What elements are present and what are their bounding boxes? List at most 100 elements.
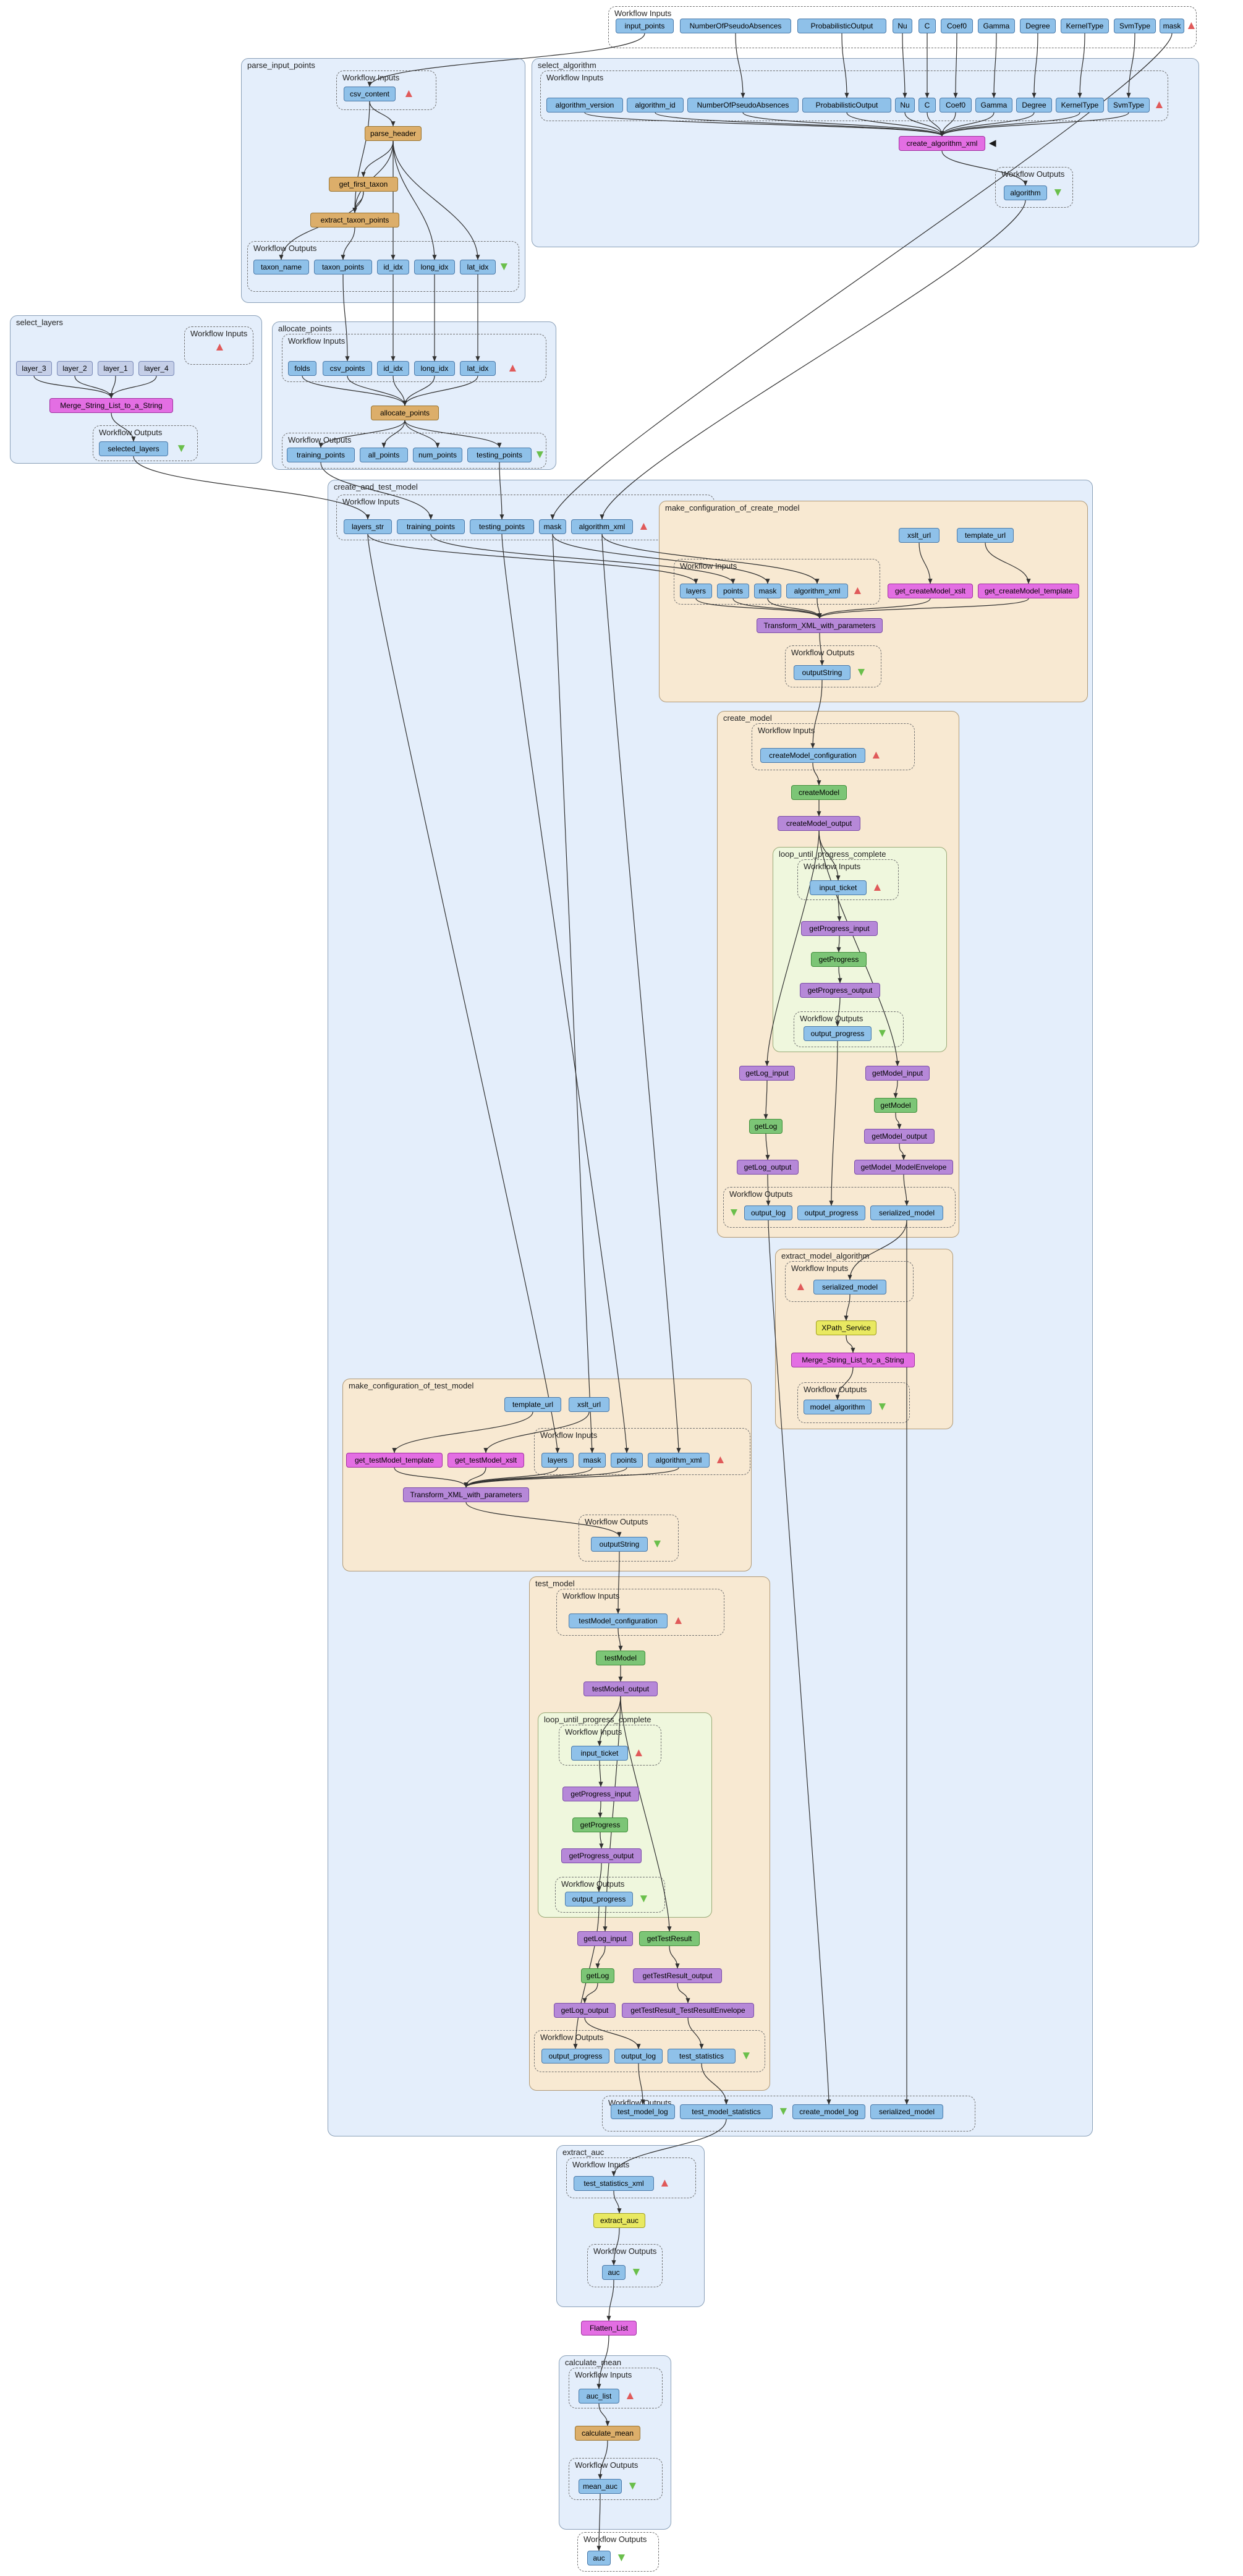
node-ap-num-points[interactable]: num_points	[413, 448, 462, 462]
node-cm-getProgress[interactable]: getProgress	[811, 952, 867, 967]
node-tm-loop-output-progress[interactable]: output_progress	[565, 1892, 633, 1906]
node-sa-nu[interactable]: Nu	[895, 98, 915, 113]
node-tm-config[interactable]: testModel_configuration	[569, 1613, 668, 1628]
node-sa-algorithm-version[interactable]: algorithm_version	[546, 98, 623, 113]
node-ema-model-algorithm[interactable]: model_algorithm	[804, 1400, 872, 1414]
c-cmn[interactable]: calculate_mean	[559, 2355, 671, 2530]
node-tm-testModel[interactable]: testModel	[596, 1651, 645, 1665]
node-mccm-layers[interactable]: layers	[680, 584, 712, 598]
node-tm-getLog[interactable]: getLog	[581, 1968, 614, 1983]
node-ea-extract-auc[interactable]: extract_auc	[593, 2213, 645, 2228]
node-mccm-outputString[interactable]: outputString	[794, 665, 851, 680]
node-sa-probout[interactable]: ProbabilisticOutput	[802, 98, 891, 113]
node-pip-parse-header[interactable]: parse_header	[365, 126, 422, 141]
node-catm-create-model-log[interactable]: create_model_log	[792, 2104, 865, 2119]
node-catm-training-points[interactable]: training_points	[397, 519, 465, 534]
node-mccm-points[interactable]: points	[717, 584, 749, 598]
node-cm-createModel-output[interactable]: createModel_output	[778, 816, 860, 831]
node-wi-probout[interactable]: ProbabilisticOutput	[797, 19, 886, 33]
node-mctm-template-url[interactable]: template_url	[504, 1397, 561, 1412]
node-cm-getLog-input[interactable]: getLog_input	[739, 1066, 795, 1081]
node-mccm-get-xslt[interactable]: get_createModel_xslt	[888, 584, 973, 598]
node-mctm-layers[interactable]: layers	[541, 1453, 574, 1468]
node-sa-algorithm-out[interactable]: algorithm	[1004, 185, 1047, 200]
node-ap-all-points[interactable]: all_points	[360, 448, 408, 462]
node-sa-degree[interactable]: Degree	[1016, 98, 1052, 113]
node-pip-taxon-name[interactable]: taxon_name	[253, 260, 309, 274]
node-ap-lat-idx[interactable]: lat_idx	[460, 361, 496, 376]
node-pip-get-first-taxon[interactable]: get_first_taxon	[329, 177, 398, 192]
node-pip-lat-idx[interactable]: lat_idx	[460, 260, 496, 274]
node-tm-output-progress[interactable]: output_progress	[541, 2049, 609, 2064]
node-mccm-xslt-url[interactable]: xslt_url	[899, 528, 940, 543]
node-tm-testModel-output[interactable]: testModel_output	[583, 1681, 658, 1696]
node-cm-serialized-model[interactable]: serialized_model	[870, 1205, 943, 1220]
node-mccm-algorithm-xml[interactable]: algorithm_xml	[786, 584, 848, 598]
node-mctm-mask[interactable]: mask	[579, 1453, 606, 1468]
node-tm-getProgress-output[interactable]: getProgress_output	[561, 1848, 642, 1863]
node-catm-algorithm-xml[interactable]: algorithm_xml	[571, 519, 633, 534]
node-sa-kerneltype[interactable]: KernelType	[1056, 98, 1104, 113]
node-cm-getProgress-output[interactable]: getProgress_output	[800, 983, 880, 998]
node-wi-kerneltype[interactable]: KernelType	[1061, 19, 1109, 33]
node-wi-degree[interactable]: Degree	[1020, 19, 1056, 33]
node-wi-svmtype[interactable]: SvmType	[1114, 19, 1156, 33]
node-cm-output-progress[interactable]: output_progress	[797, 1205, 865, 1220]
node-cm-getLog[interactable]: getLog	[749, 1119, 783, 1134]
node-wi-numpseudo[interactable]: NumberOfPseudoAbsences	[680, 19, 791, 33]
node-wi-coef0[interactable]: Coef0	[941, 19, 973, 33]
node-mccm-mask[interactable]: mask	[754, 584, 781, 598]
node-tm-getProgress[interactable]: getProgress	[572, 1817, 628, 1832]
node-cm-getModel-input[interactable]: getModel_input	[865, 1066, 930, 1081]
node-ea-auc[interactable]: auc	[602, 2265, 626, 2280]
node-ap-long-idx[interactable]: long_idx	[414, 361, 455, 376]
node-tm-getTestResult[interactable]: getTestResult	[639, 1931, 700, 1946]
node-sa-create-xml[interactable]: create_algorithm_xml	[899, 136, 985, 151]
node-cm-getProgress-input[interactable]: getProgress_input	[801, 921, 878, 936]
node-sa-algorithm-id[interactable]: algorithm_id	[627, 98, 684, 113]
node-sa-c[interactable]: C	[918, 98, 936, 113]
node-ap-testing-points[interactable]: testing_points	[467, 448, 532, 462]
node-sa-svmtype[interactable]: SvmType	[1108, 98, 1150, 113]
node-catm-layers-str[interactable]: layers_str	[344, 519, 392, 534]
node-ea-test-statistics-xml[interactable]: test_statistics_xml	[574, 2176, 654, 2191]
node-cm-createModel[interactable]: createModel	[791, 785, 847, 800]
node-sl-layer-3[interactable]: layer_3	[16, 361, 52, 376]
node-cmn-mean-auc[interactable]: mean_auc	[579, 2479, 622, 2494]
node-cm-loop-output-progress[interactable]: output_progress	[804, 1026, 872, 1041]
node-cm-getModel-envelope[interactable]: getModel_ModelEnvelope	[854, 1160, 953, 1175]
node-cm-getModel-output[interactable]: getModel_output	[864, 1129, 935, 1144]
node-ap-training-points[interactable]: training_points	[287, 448, 355, 462]
node-pip-long-idx[interactable]: long_idx	[414, 260, 455, 274]
node-out-auc[interactable]: auc	[587, 2551, 611, 2565]
node-tm-input-ticket[interactable]: input_ticket	[571, 1746, 628, 1761]
node-mctm-points[interactable]: points	[611, 1453, 643, 1468]
node-ap-id-idx[interactable]: id_idx	[377, 361, 409, 376]
node-sl-selected-layers[interactable]: selected_layers	[99, 441, 168, 456]
node-catm-test-model-stats[interactable]: test_model_statistics	[680, 2104, 773, 2119]
node-mctm-algorithm-xml[interactable]: algorithm_xml	[648, 1453, 710, 1468]
node-tm-getTestResult-output[interactable]: getTestResult_output	[633, 1968, 722, 1983]
node-wi-mask[interactable]: mask	[1160, 19, 1184, 33]
node-tm-getTestResult-envelope[interactable]: getTestResult_TestResultEnvelope	[622, 2003, 754, 2018]
node-sl-merge[interactable]: Merge_String_List_to_a_String	[49, 398, 173, 413]
node-cm-input-ticket[interactable]: input_ticket	[810, 880, 867, 895]
node-ap-csv-points[interactable]: csv_points	[323, 361, 372, 376]
node-tm-getLog-input[interactable]: getLog_input	[577, 1931, 633, 1946]
node-ema-xpath[interactable]: XPath_Service	[816, 1320, 876, 1335]
node-ap-folds[interactable]: folds	[288, 361, 316, 376]
node-ema-serialized-model[interactable]: serialized_model	[813, 1280, 886, 1294]
node-mctm-outputString[interactable]: outputString	[591, 1537, 648, 1552]
node-ema-merge[interactable]: Merge_String_List_to_a_String	[791, 1353, 915, 1367]
node-mccm-template-url[interactable]: template_url	[957, 528, 1014, 543]
node-pip-extract-taxon-points[interactable]: extract_taxon_points	[310, 213, 399, 227]
node-sl-layer-4[interactable]: layer_4	[138, 361, 174, 376]
node-wi-gamma[interactable]: Gamma	[978, 19, 1015, 33]
node-cm-config[interactable]: createModel_configuration	[760, 748, 865, 763]
node-mctm-get-template[interactable]: get_testModel_template	[346, 1453, 443, 1468]
node-catm-test-model-log[interactable]: test_model_log	[611, 2104, 675, 2119]
node-mctm-xslt-url[interactable]: xslt_url	[569, 1397, 609, 1412]
node-pip-id-idx[interactable]: id_idx	[377, 260, 409, 274]
node-mctm-transform[interactable]: Transform_XML_with_parameters	[403, 1487, 529, 1502]
node-cm-getModel[interactable]: getModel	[874, 1098, 917, 1113]
